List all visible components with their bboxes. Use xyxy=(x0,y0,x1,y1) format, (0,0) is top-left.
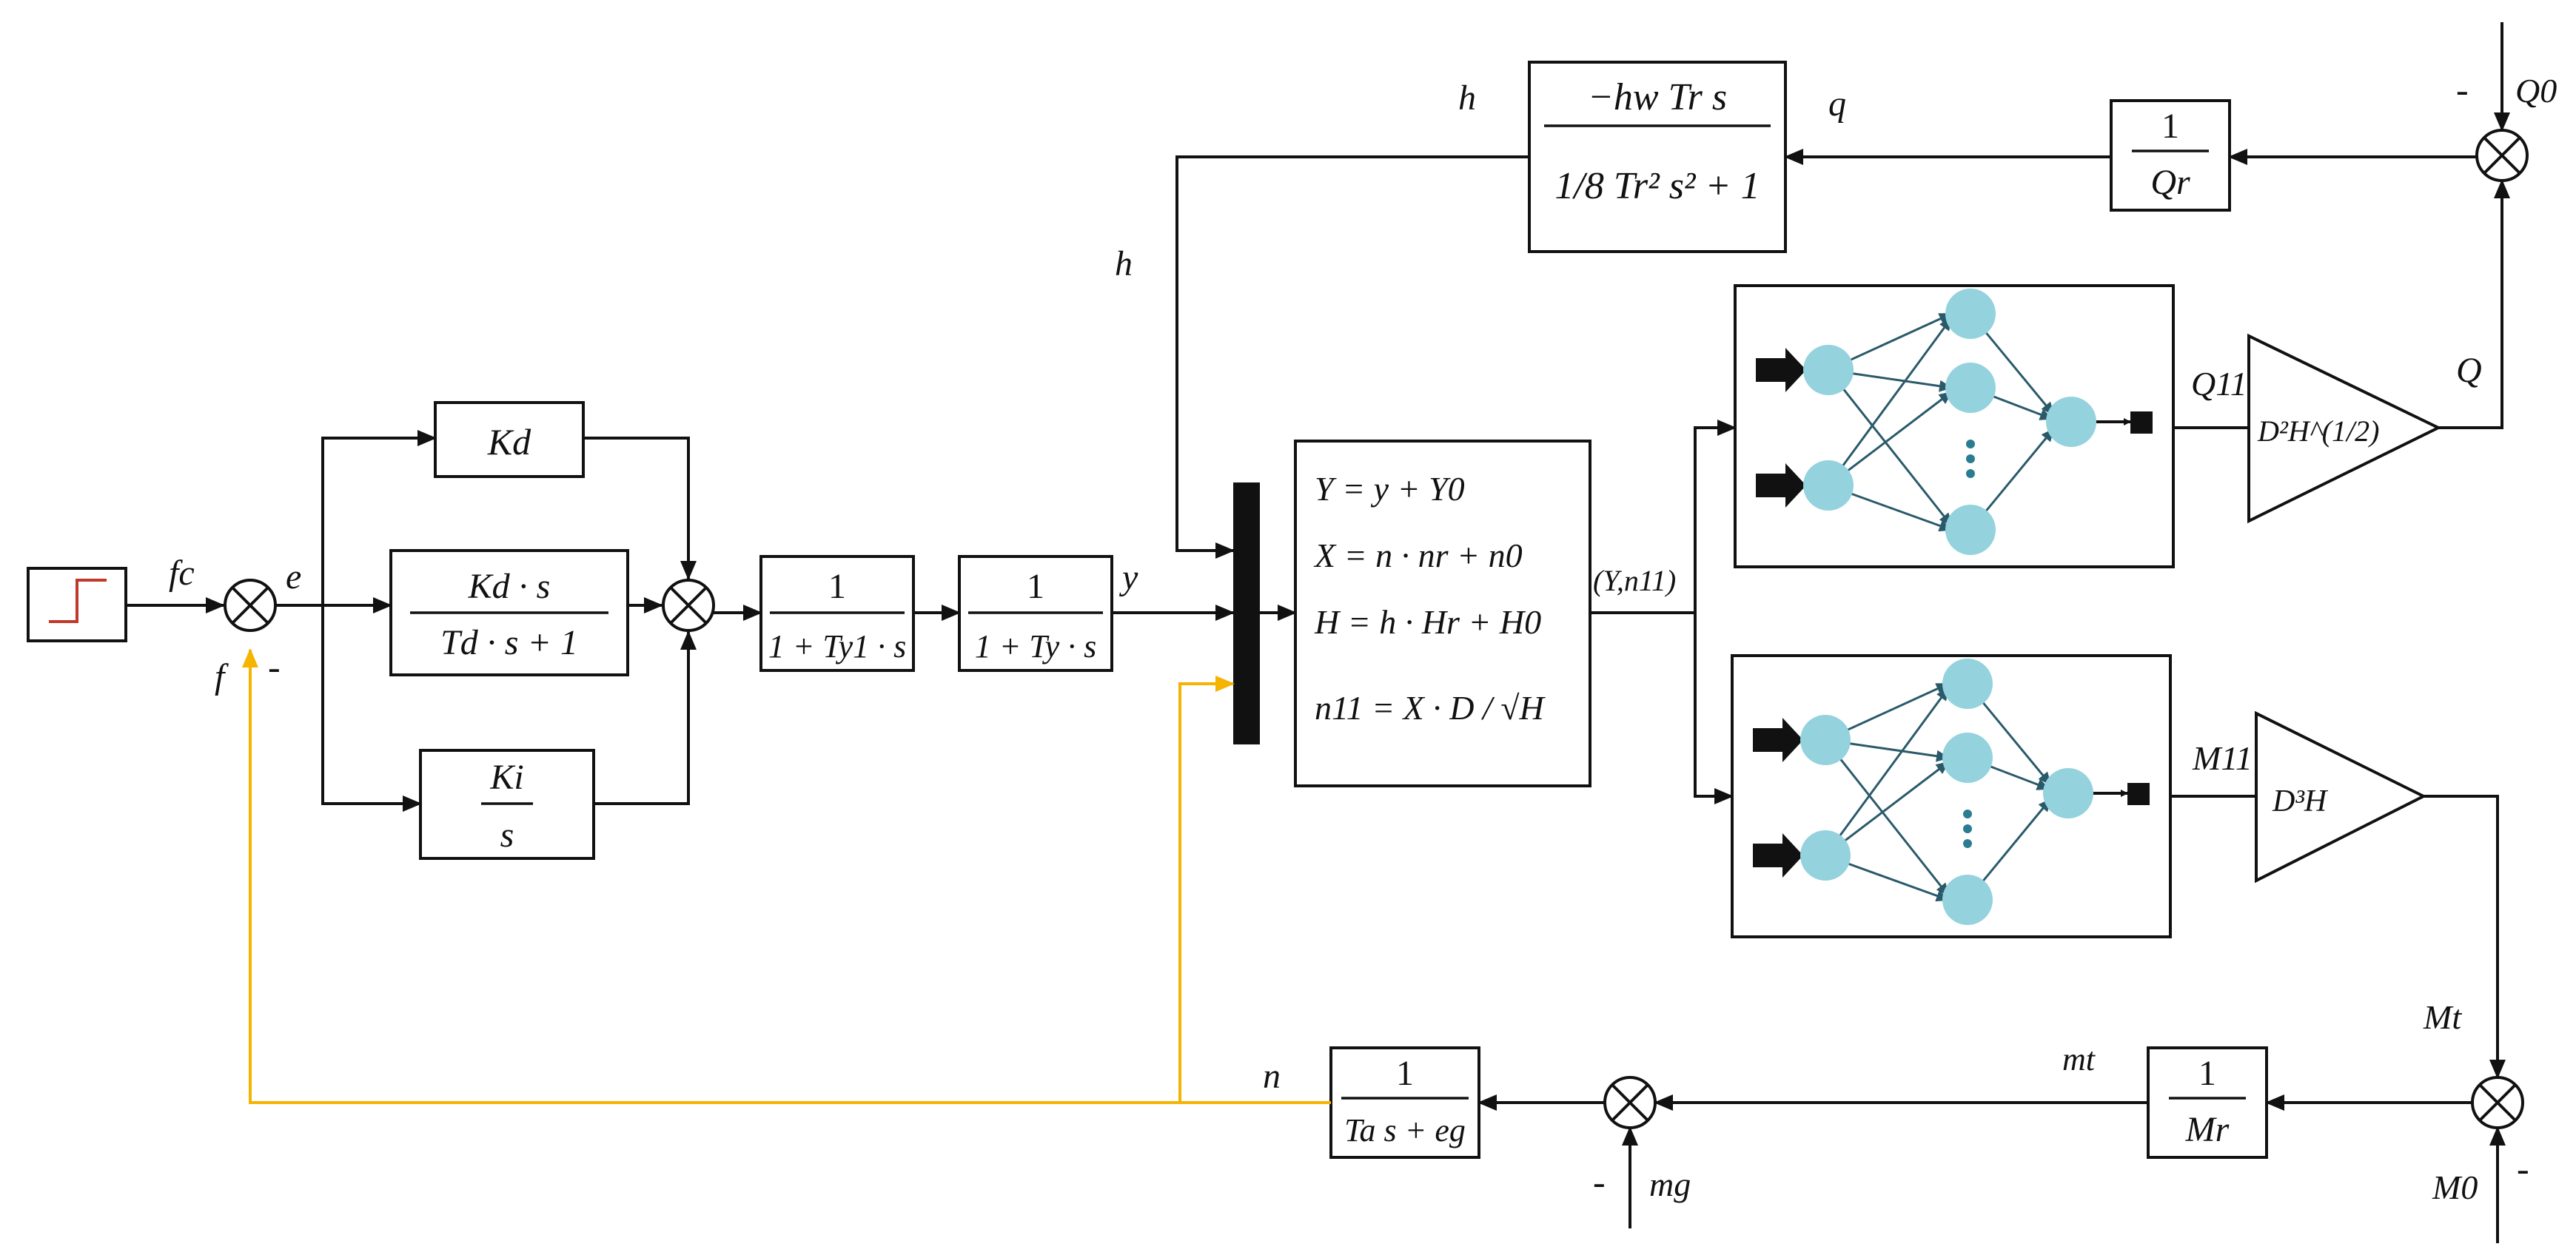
svg-text:1/8 Tr² s² + 1: 1/8 Tr² s² + 1 xyxy=(1554,165,1760,207)
label-y-n11: (Y,n11) xyxy=(1593,564,1676,597)
mux-bar xyxy=(1233,482,1260,744)
block-1-over-mr: 1 Mr xyxy=(2147,1046,2268,1159)
step-input-block xyxy=(27,567,127,642)
speed-feedback-path xyxy=(242,648,1331,1104)
block-ty1: 1 1 + Ty1 · s xyxy=(759,555,915,672)
svg-text:D²H^(1/2): D²H^(1/2) xyxy=(2257,414,2379,448)
label-f: f xyxy=(215,657,229,696)
neural-network-q11 xyxy=(1734,284,2175,568)
svg-text:1: 1 xyxy=(2198,1054,2216,1093)
svg-text:1: 1 xyxy=(2161,107,2179,146)
sum-junction-error xyxy=(224,579,277,632)
label-minus-mg: - xyxy=(1593,1161,1606,1202)
label-minus-m0: - xyxy=(2517,1148,2529,1189)
block-equations: Y = y + Y0 X = n · nr + n0 H = h · Hr + … xyxy=(1294,440,1591,787)
label-mg: mg xyxy=(1649,1166,1691,1203)
svg-text:Kd · s: Kd · s xyxy=(468,567,551,606)
label-e: e xyxy=(286,557,301,596)
svg-text:1: 1 xyxy=(828,567,846,606)
equation-y: Y = y + Y0 xyxy=(1315,470,1465,508)
sum-junction-flow xyxy=(2475,129,2529,182)
label-q-lower: q xyxy=(1828,84,1846,124)
block-water-hammer: −hw Tr s 1/8 Tr² s² + 1 xyxy=(1528,61,1787,253)
label-y: y xyxy=(1118,558,1138,597)
block-ki: Ki s xyxy=(419,749,595,860)
label-q: Q xyxy=(2456,351,2482,390)
label-minus-f: - xyxy=(268,646,281,687)
block-1-over-qr: 1 Qr xyxy=(2110,99,2231,212)
label-n: n xyxy=(1263,1057,1281,1096)
svg-text:Qr: Qr xyxy=(2150,163,2190,202)
label-minus-q0: - xyxy=(2456,69,2469,110)
label-q0: Q0 xyxy=(2515,72,2557,110)
gain-m: D³H xyxy=(2255,710,2427,884)
step-icon xyxy=(49,579,107,623)
svg-text:1 + Ty1 · s: 1 + Ty1 · s xyxy=(768,628,907,665)
label-m0: M0 xyxy=(2432,1168,2478,1206)
neural-network-m11 xyxy=(1731,654,2172,938)
label-mt: Mt xyxy=(2423,998,2462,1036)
block-kd-s: Kd · s Td · s + 1 xyxy=(389,549,629,676)
equation-x: X = n · nr + n0 xyxy=(1313,536,1523,574)
svg-text:D³H: D³H xyxy=(2272,784,2329,818)
label-q11: Q11 xyxy=(2191,365,2247,403)
sum-junction-torque xyxy=(2471,1076,2524,1129)
svg-text:1: 1 xyxy=(1396,1054,1414,1093)
sum-junction-mech xyxy=(1603,1076,1657,1129)
label-fc: fc xyxy=(169,554,195,593)
gain-q: D²H^(1/2) xyxy=(2247,333,2442,524)
svg-text:Td · s + 1: Td · s + 1 xyxy=(440,623,578,662)
svg-text:1 + Ty · s: 1 + Ty · s xyxy=(975,628,1097,665)
svg-text:Ta s + eg: Ta s + eg xyxy=(1344,1112,1466,1148)
svg-text:−hw Tr s: −hw Tr s xyxy=(1588,76,1727,118)
svg-text:Mr: Mr xyxy=(2185,1110,2230,1149)
block-kd: Kd xyxy=(434,401,585,478)
label-m11: M11 xyxy=(2192,739,2253,777)
equation-n11: n11 = X · D / √H xyxy=(1315,689,1546,727)
block-ty: 1 1 + Ty · s xyxy=(958,555,1113,672)
svg-text:s: s xyxy=(500,815,514,855)
svg-text:1: 1 xyxy=(1027,567,1044,606)
svg-text:Ki: Ki xyxy=(489,758,523,797)
label-h-side: h xyxy=(1115,244,1133,283)
label-h-top: h xyxy=(1458,78,1476,118)
sum-junction-pid xyxy=(662,579,715,632)
label-mt-lower: mt xyxy=(2062,1041,2096,1077)
equation-h: H = h · Hr + H0 xyxy=(1314,603,1541,641)
svg-text:Kd: Kd xyxy=(487,421,531,462)
block-rotor-inertia: 1 Ta s + eg xyxy=(1329,1046,1480,1159)
